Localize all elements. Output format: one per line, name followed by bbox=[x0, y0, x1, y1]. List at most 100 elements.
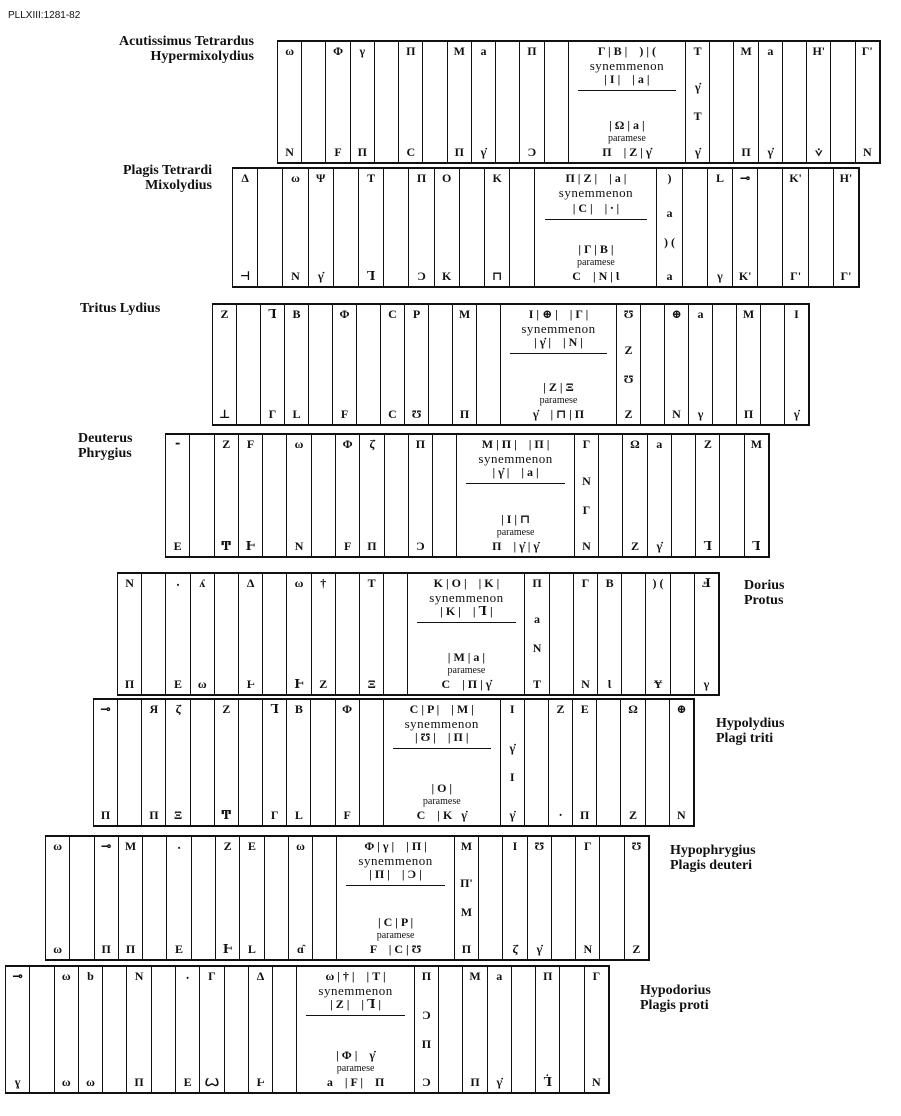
bottom-sign: ɑ̂ bbox=[297, 942, 304, 956]
string-column bbox=[495, 42, 519, 162]
bottom-sign: N bbox=[672, 407, 681, 421]
string-column: Z⸱ bbox=[547, 700, 572, 825]
string-column bbox=[310, 700, 334, 825]
paramese-label: paramese bbox=[336, 1063, 375, 1074]
top-sign: ⊸ bbox=[101, 839, 112, 853]
top-sign: M bbox=[469, 969, 481, 983]
string-column: ⊕N bbox=[668, 700, 695, 825]
string-column bbox=[150, 967, 175, 1092]
synemmenon-top: Φ | γ | | Π | bbox=[364, 839, 427, 853]
string-column bbox=[719, 435, 743, 556]
paramese-top: | Ω | a | bbox=[609, 118, 645, 132]
bottom-sign: γ̇ bbox=[496, 1075, 503, 1089]
top-sign: ζ̇ bbox=[369, 437, 375, 451]
string-column bbox=[598, 435, 622, 556]
top-sign: ⸱ bbox=[176, 578, 180, 592]
top-sign: ⊕ bbox=[671, 307, 682, 321]
bottom-sign: ⸱ bbox=[558, 808, 563, 822]
string-column bbox=[559, 967, 583, 1092]
synemmenon-block: C | P | | M |synemmenon| Ʊ | | Π || O |p… bbox=[382, 700, 500, 825]
top-sign: a bbox=[656, 437, 663, 451]
middle-sign: T bbox=[693, 109, 702, 123]
synemmenon-mid: | γ̇ | | a | bbox=[492, 465, 539, 479]
string-column bbox=[262, 574, 286, 694]
top-sign: Φ bbox=[342, 437, 353, 451]
bottom-sign: ω bbox=[53, 942, 63, 956]
middle-sign: N bbox=[532, 641, 542, 655]
top-sign: ⊸ bbox=[740, 171, 751, 185]
synemmenon-top: M | Π | | Π | bbox=[481, 437, 550, 451]
top-sign: B bbox=[605, 576, 614, 590]
synemmenon-mid: | γ̇ | | N | bbox=[534, 335, 583, 349]
top-sign: a bbox=[496, 969, 503, 983]
middle-sign: Π bbox=[421, 1036, 432, 1051]
synemmenon-block: K | O | | K |synemmenon| K | | Ꞁ || M | … bbox=[407, 574, 524, 694]
string-column: ⸱E bbox=[174, 967, 199, 1092]
bottom-sign: Π bbox=[149, 808, 159, 822]
top-sign: Δ bbox=[256, 969, 265, 983]
synemmenon-block: Γ | B | ) | (synemmenon| I | | a || Ω | … bbox=[567, 42, 685, 162]
bottom-sign: Ͻ bbox=[417, 269, 426, 283]
top-sign: M bbox=[453, 44, 465, 58]
synemmenon-label: synemmenon bbox=[404, 716, 479, 731]
synemmenon-mid: | I | | a | bbox=[604, 72, 650, 86]
string-column: ⸱E bbox=[166, 837, 190, 959]
top-sign: C bbox=[388, 307, 397, 321]
string-column bbox=[640, 305, 664, 424]
bottom-sign: ζ̇ bbox=[512, 942, 518, 956]
bottom-sign: Π bbox=[459, 407, 470, 421]
top-sign: M bbox=[740, 44, 752, 58]
top-sign: γ bbox=[359, 44, 366, 58]
top-sign: Ι bbox=[509, 702, 515, 716]
top-sign: Z bbox=[556, 702, 565, 716]
bottom-sign: γ̇ bbox=[793, 407, 800, 421]
top-sign: ζ̇ bbox=[175, 702, 181, 716]
top-sign: a bbox=[480, 44, 487, 58]
synemmenon-top: Π | Z | | a | bbox=[565, 171, 627, 185]
bottom-sign: a bbox=[666, 269, 673, 283]
bottom-sign: Ɏ bbox=[653, 677, 663, 691]
top-sign: Ꞁ bbox=[270, 702, 279, 716]
synemmenon-label: synemmenon bbox=[478, 451, 553, 466]
synemmenon-divider bbox=[509, 353, 608, 354]
string-column bbox=[543, 42, 568, 162]
string-column: ⸱E bbox=[165, 574, 189, 694]
paramese-label: paramese bbox=[447, 665, 486, 676]
top-sign: Ꞁ bbox=[268, 307, 277, 321]
bottom-sign: E bbox=[173, 539, 182, 553]
string-column bbox=[509, 169, 534, 286]
synemmenon-divider bbox=[392, 748, 491, 749]
bottom-sign: Π bbox=[100, 808, 111, 822]
bottom-sign: N bbox=[294, 539, 304, 553]
mode-label-line: Mixolydius bbox=[145, 178, 212, 193]
bottom-sign: Ͱ bbox=[245, 539, 256, 553]
bottom-sign: Ξ bbox=[173, 808, 183, 822]
top-sign: Γ bbox=[582, 437, 591, 451]
bottom-sign: K' bbox=[738, 269, 752, 283]
synemmenon-mid: | Π | | Ͻ | bbox=[369, 867, 422, 881]
paramese-label: paramese bbox=[376, 930, 415, 941]
top-sign: K bbox=[492, 171, 502, 185]
bottom-sign: C bbox=[406, 145, 416, 159]
bottom-sign: N bbox=[677, 808, 686, 822]
top-sign: Π bbox=[532, 576, 542, 590]
top-sign: Ψ bbox=[316, 171, 326, 185]
